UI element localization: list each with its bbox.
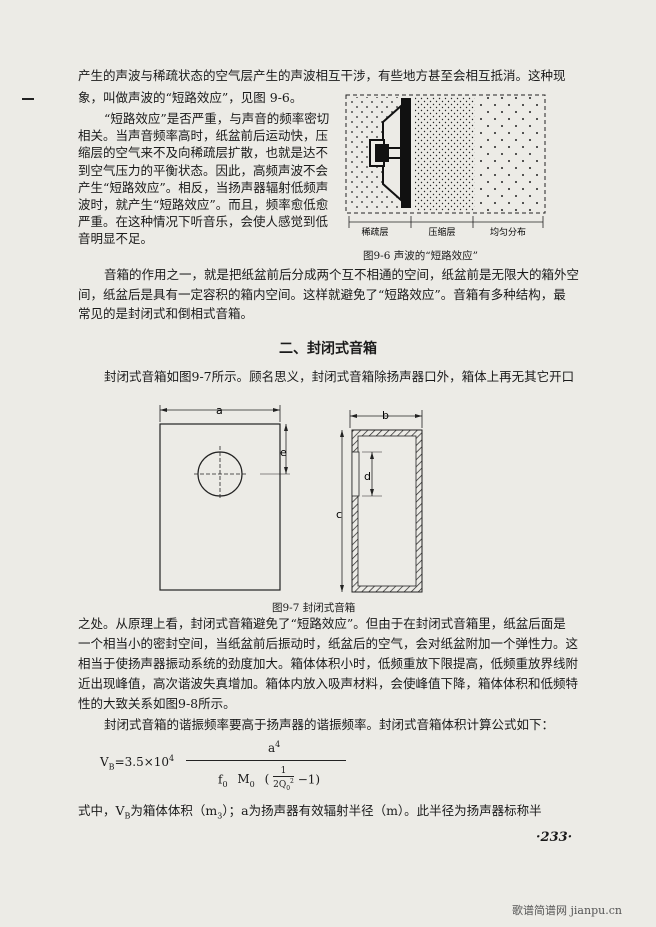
text-line: 封闭式音箱如图9-7所示。顾名思义，封闭式音箱除扬声器口外，箱体上再无其它开口 [104, 369, 575, 384]
text-line: 间，纸盆后是具有一定容积的箱内空间。这样就避免了“短路效应”。音箱有多种结构，最 [78, 287, 566, 302]
dim-a: a [216, 404, 223, 417]
dim-b: b [382, 409, 389, 422]
margin-mark [22, 98, 34, 100]
formula: VB=3.5×104 a4 f0 M0 ( 1 2Q02 −1) [100, 740, 400, 792]
text-line: 性的大致关系如图9-8所示。 [78, 696, 236, 711]
label-compressed: 压缩层 [428, 226, 455, 238]
speaker-drawing [369, 98, 411, 208]
text-line: 式中，VB为箱体体积（m3）；a为扬声器有效辐射半径（m）。此半径为扬声器标称半 [78, 803, 542, 821]
uniform-region [475, 97, 543, 211]
section-heading: 二、封闭式音箱 [279, 341, 377, 357]
figure-9-6-caption: 图9-6 声波的“短路效应” [363, 250, 478, 262]
side-view: b c d [336, 409, 423, 593]
text-line: 之处。从原理上看，封闭式音箱避免了“短路效应”。但由于在封闭式音箱里，纸盆后面是 [78, 616, 566, 631]
figure-9-6: 稀疏层 压缩层 均匀分布 [345, 94, 546, 238]
front-view: e a [159, 404, 290, 591]
text-line: 象，叫做声波的“短路效应”，见图 9-6。 [78, 90, 303, 105]
text-line: 常见的是封闭式和倒相式音箱。 [78, 306, 254, 321]
text-line: 相当于使扬声器振动系统的劲度加大。箱体体积小时，低频重放下限提高，低频重放界线附 [78, 656, 579, 671]
text-line: 产生的声波与稀疏状态的空气层产生的声波相互干涉，有些地方甚至会相互抵消。这种现 [78, 68, 566, 83]
text-line: 一个相当小的密封空间，当纸盆前后振动时，纸盆后的空气，会对纸盆附加一个弹性力。这 [78, 636, 579, 651]
dim-c: c [336, 508, 342, 521]
label-sparse: 稀疏层 [361, 226, 388, 238]
page-number: ·233· [536, 830, 573, 845]
figure-9-7-caption: 图9-7 封闭式音箱 [272, 602, 356, 614]
text-line: 封闭式音箱的谐振频率要高于扬声器的谐振频率。封闭式音箱体积计算公式如下： [104, 717, 555, 732]
dim-e: e [280, 446, 287, 459]
label-uniform: 均匀分布 [490, 226, 526, 238]
text-line: 音箱的作用之一，就是把纸盆前后分成两个互不相通的空间，纸盆前是无限大的箱外空 [104, 267, 580, 282]
text-line: 近出现峰值，高次谐波失真增加。箱体内放入吸声材料，会使峰值下降，箱体体积和低频特 [78, 676, 579, 691]
figure-9-7: e a b c d [159, 404, 423, 593]
paragraph-short-circuit: “短路效应”是否严重，与声音的频率密切相关。当声音频率高时，纸盆前后运动快，压缩… [78, 111, 330, 247]
compressed-region [415, 97, 475, 211]
watermark: 歌谱简谱网 jianpu.cn [512, 904, 622, 917]
dim-d: d [364, 470, 371, 483]
